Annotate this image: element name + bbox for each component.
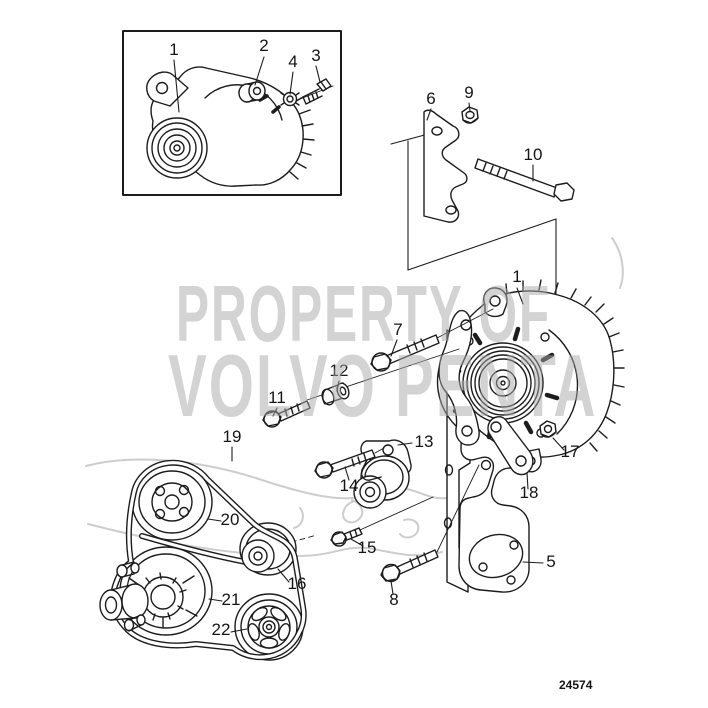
leader-lines [173, 56, 565, 633]
callout-11: 11 [268, 388, 286, 407]
callout-4: 4 [288, 52, 297, 71]
callout-14: 14 [340, 476, 359, 495]
callout-22: 22 [212, 620, 231, 639]
callout-7: 7 [393, 320, 402, 339]
bolt-15 [330, 527, 363, 547]
callout-18: 18 [520, 483, 539, 502]
inset-alternator [146, 66, 315, 187]
callout-19: 19 [223, 427, 242, 446]
callout-13: 13 [415, 432, 434, 451]
callout-8: 8 [389, 590, 398, 609]
bolt-11 [262, 400, 311, 428]
callout-12: 12 [330, 361, 349, 380]
callout-3: 3 [311, 46, 320, 65]
drive-belt [110, 459, 307, 661]
inset-bolt [302, 78, 332, 105]
bolt-7 [370, 334, 440, 372]
long-bolt-10 [474, 158, 575, 202]
bolt-8 [380, 549, 439, 583]
callout-20: 20 [221, 510, 240, 529]
top-bracket [423, 109, 468, 223]
grooved-pulley-face [247, 605, 291, 649]
idler-pulley-face [241, 539, 275, 573]
callout-9: 9 [464, 83, 473, 102]
callout-10: 10 [524, 145, 543, 164]
crankshaft-hub [99, 561, 187, 632]
callout-1-inset: 1 [169, 40, 178, 59]
link-nut [539, 420, 557, 438]
bolt-14 [314, 449, 376, 479]
inset-lock-washer [280, 91, 300, 107]
callout-2: 2 [259, 36, 268, 55]
belt-tensioner [353, 439, 412, 509]
inset-washer [238, 81, 266, 103]
spacer-12 [321, 382, 350, 406]
callout-16: 16 [288, 574, 307, 593]
link-bracket [487, 416, 534, 476]
figure-number: 24574 [559, 678, 593, 692]
callout-17: 17 [561, 442, 580, 461]
alternator [436, 279, 625, 473]
callout-6: 6 [426, 89, 435, 108]
callout-21: 21 [222, 590, 241, 609]
callout-1: 1 [512, 267, 521, 286]
inset-box [122, 30, 342, 196]
callout-5: 5 [546, 552, 555, 571]
callout-15: 15 [358, 538, 377, 557]
